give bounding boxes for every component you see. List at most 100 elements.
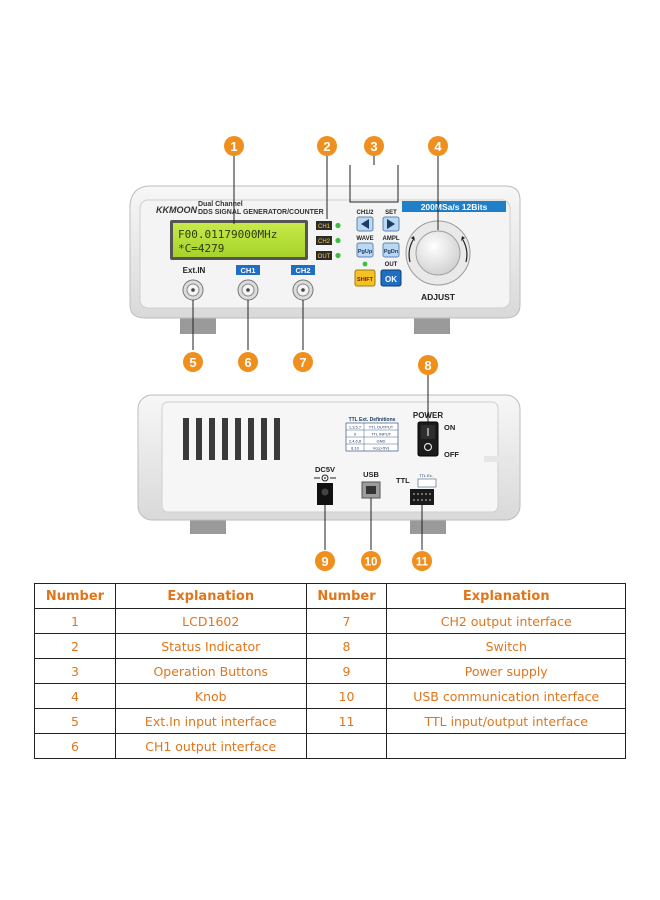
svg-text:11: 11: [416, 557, 429, 569]
operation-buttons: CH1/2 SET WAVE AMPL PgUp PgDn OUT SHIFT …: [354, 210, 402, 287]
table-cell: 7: [305, 608, 388, 634]
explanation-table: Number Explanation Number Explanation 1 …: [34, 583, 626, 759]
ch2-label-badge: [291, 265, 315, 275]
shift-button[interactable]: [354, 269, 376, 287]
table-cell: 1: [34, 608, 116, 634]
header-explanation-2: Explanation: [386, 583, 626, 609]
title-line1: Dual Channel: [198, 201, 243, 208]
table-cell: 5: [34, 708, 116, 734]
pgdn-button[interactable]: [382, 242, 400, 258]
svg-text:3: 3: [370, 139, 377, 154]
brand-logo: KKMOON: [156, 205, 197, 215]
spec-badge: [402, 201, 506, 212]
status-indicators: CH1 CH2 OUT: [316, 221, 341, 260]
table-row: 6 CH1 output interface: [34, 733, 626, 759]
ttl-group: TTL TTL Ex.: [396, 473, 437, 505]
lcd-line2: *C=4279: [178, 242, 224, 255]
pgup-button-label: PgUp: [358, 249, 373, 255]
ttl-def-title: TTL Ext. Definitions: [349, 417, 396, 423]
pgup-button[interactable]: [356, 242, 374, 258]
vent-slots: [183, 418, 280, 460]
usb-label: USB: [363, 470, 379, 479]
ttl-small-label: TTL Ex.: [419, 473, 433, 478]
ttl-header[interactable]: [410, 489, 434, 505]
header-number-2: Number: [305, 583, 388, 609]
table-cell: CH2 output interface: [386, 608, 626, 634]
table-cell: [386, 733, 626, 759]
table-cell: 8: [305, 633, 388, 659]
indicator-out-led: [335, 252, 341, 259]
callout-11: 11: [412, 551, 432, 571]
ch2-label: CH2: [295, 266, 310, 275]
callout-4: 4: [428, 136, 448, 156]
callout-1: 1: [224, 136, 244, 156]
ttl-def-r2c0: 2,4,6,8: [349, 439, 362, 444]
table-cell: 4: [34, 683, 116, 709]
dc-polarity-icon: [314, 474, 336, 482]
spec-badge-text: 200MSa/s 12Bits: [421, 202, 488, 212]
label-ch12: CH1/2: [356, 210, 374, 216]
table-cell: Knob: [114, 683, 307, 709]
table-row: 4 Knob 10 USB communication interface: [34, 683, 626, 709]
table-cell: TTL input/output interface: [386, 708, 626, 734]
svg-text:6: 6: [244, 355, 251, 370]
ttl-def-r0c0: 1,3,5,7: [349, 425, 362, 430]
adjust-label: ADJUST: [421, 292, 456, 302]
ttl-def-r1c0: 9: [354, 432, 357, 437]
callout-7: 7: [293, 352, 313, 372]
callout-badges: 1 2 3 4 5 6 7 8 9 10 11: [183, 136, 448, 571]
usb-group: USB: [361, 470, 381, 499]
ttl-def-r0c1: TTL OUTPUT: [369, 425, 394, 430]
device-diagram: KKMOON Dual Channel DDS SIGNAL GENERATOR…: [129, 136, 521, 571]
callout-9: 9: [315, 551, 335, 571]
table-cell: CH1 output interface: [114, 733, 307, 759]
svg-text:1: 1: [230, 139, 237, 154]
leader-lines: [192, 156, 439, 550]
bnc-connectors: Ext.IN CH1 CH2: [182, 265, 315, 301]
indicator-ch2-led: [335, 237, 341, 244]
callout-8: 8: [418, 355, 438, 375]
ttl-definitions-table: TTL Ext. Definitions 1,3,5,7 TTL OUTPUT …: [345, 417, 399, 452]
table-cell: 9: [305, 658, 388, 684]
table-cell: [305, 733, 388, 759]
dc-power-group: DC5V: [314, 465, 336, 505]
indicator-ch2-label: CH2: [318, 239, 331, 245]
rotate-left-icon: [408, 239, 414, 263]
ttl-def-r3c1: Vcc(+5V): [373, 446, 390, 451]
title-line2: DDS SIGNAL GENERATOR/COUNTER: [198, 209, 324, 216]
knob[interactable]: [415, 230, 461, 276]
front-panel: KKMOON Dual Channel DDS SIGNAL GENERATOR…: [129, 185, 521, 334]
ok-button[interactable]: [380, 269, 402, 287]
shift-button-label: SHIFT: [357, 277, 374, 283]
svg-text:5: 5: [189, 355, 196, 370]
callout-2: 2: [317, 136, 337, 156]
adjust-knob: ADJUST: [405, 220, 471, 302]
table-cell: 11: [305, 708, 388, 734]
ttl-def-r2c1: GND: [377, 439, 386, 444]
svg-text:7: 7: [299, 355, 306, 370]
ok-button-label: OK: [385, 275, 397, 284]
table-row: 2 Status Indicator 8 Switch: [34, 633, 626, 659]
extin-label: Ext.IN: [183, 266, 206, 275]
indicator-ch1-led: [335, 222, 341, 229]
table-cell: Status Indicator: [114, 633, 307, 659]
label-out: OUT: [385, 262, 398, 268]
indicator-ch1-label: CH1: [318, 224, 331, 230]
table-header-row: Number Explanation Number Explanation: [34, 583, 626, 609]
table-cell: LCD1602: [114, 608, 307, 634]
back-panel: TTL Ext. Definitions 1,3,5,7 TTL OUTPUT …: [137, 394, 521, 534]
out-led: [362, 261, 368, 267]
header-number-1: Number: [34, 583, 116, 609]
pgdn-button-label: PgDn: [384, 249, 399, 255]
ch1-label-badge: [236, 265, 260, 275]
table-cell: 10: [305, 683, 388, 709]
lcd-line1: F00.01179000MHz: [178, 228, 277, 241]
table-cell: 6: [34, 733, 116, 759]
ttl-def-r3c0: 8,10: [351, 446, 360, 451]
arrow-right-icon: [387, 219, 395, 229]
table-cell: 2: [34, 633, 116, 659]
callout-6: 6: [238, 352, 258, 372]
lcd-screen: [173, 223, 305, 257]
indicator-out-label: OUT: [318, 254, 331, 260]
power-on-label: ON: [444, 423, 455, 432]
